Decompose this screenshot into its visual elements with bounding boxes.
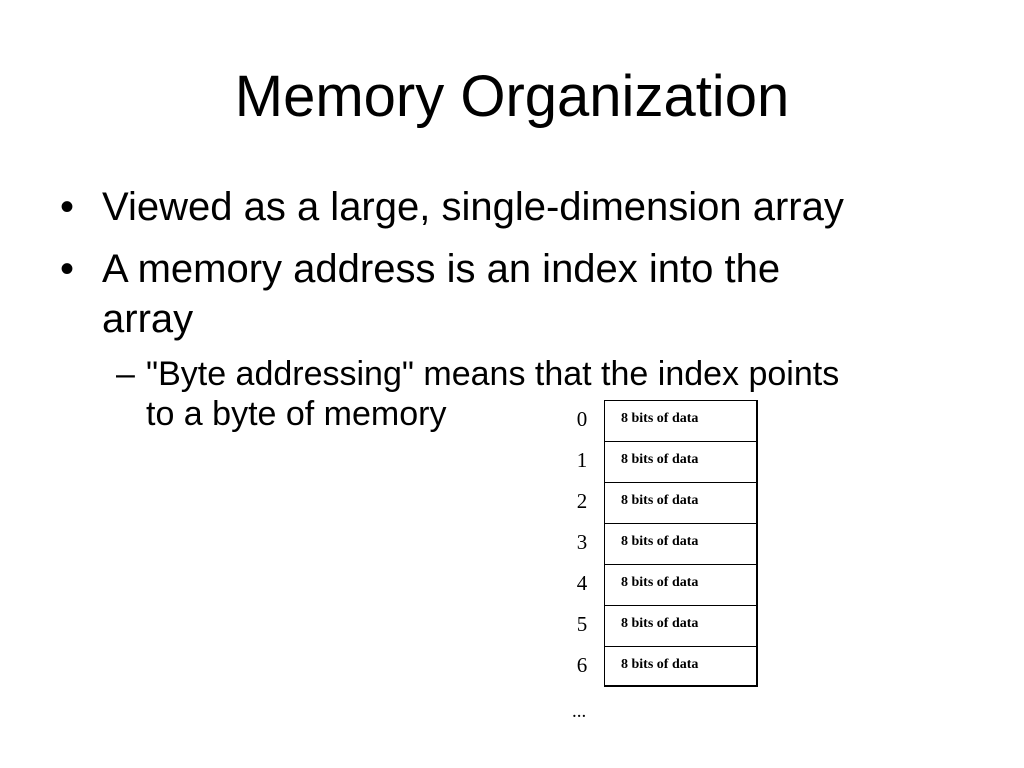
- memory-address-label: 5: [576, 612, 588, 636]
- continuation-ellipsis: ...: [572, 701, 587, 722]
- bullet-mark: •: [60, 185, 75, 229]
- memory-cell: 8 bits of data: [605, 524, 757, 565]
- bullet-text-line: array: [102, 297, 194, 341]
- memory-cell: 8 bits of data: [605, 606, 757, 647]
- memory-address-label: 1: [576, 448, 588, 472]
- memory-address-label: 3: [576, 530, 588, 554]
- memory-address-label: 2: [576, 489, 588, 513]
- sub-bullet-text: "Byte addressing" means that the index p…: [146, 354, 839, 434]
- memory-address-label: 0: [576, 407, 588, 431]
- memory-cell: 8 bits of data: [605, 401, 757, 442]
- sub-bullet-text-line: "Byte addressing" means that the index p…: [146, 355, 840, 393]
- memory-cell: 8 bits of data: [605, 483, 757, 524]
- bullet-text: Viewed as a large, single-dimension arra…: [102, 182, 844, 232]
- memory-cell: 8 bits of data: [621, 657, 699, 672]
- bullet-text-line: A memory address is an index into the: [102, 247, 781, 291]
- memory-cell: 8 bits of data: [605, 442, 757, 483]
- memory-cell: 8 bits of data: [605, 565, 757, 606]
- bullet-mark: •: [60, 247, 75, 291]
- memory-address-label: 6: [576, 653, 588, 677]
- sub-bullet-text-line: to a byte of memory: [146, 395, 447, 433]
- sub-bullet-mark: –: [116, 355, 135, 393]
- bullet-text-line: Viewed as a large, single-dimension arra…: [102, 185, 844, 229]
- bullet-text: A memory address is an index into the ar…: [102, 244, 780, 344]
- memory-address-label: 4: [576, 571, 588, 595]
- slide-title: Memory Organization: [234, 64, 790, 129]
